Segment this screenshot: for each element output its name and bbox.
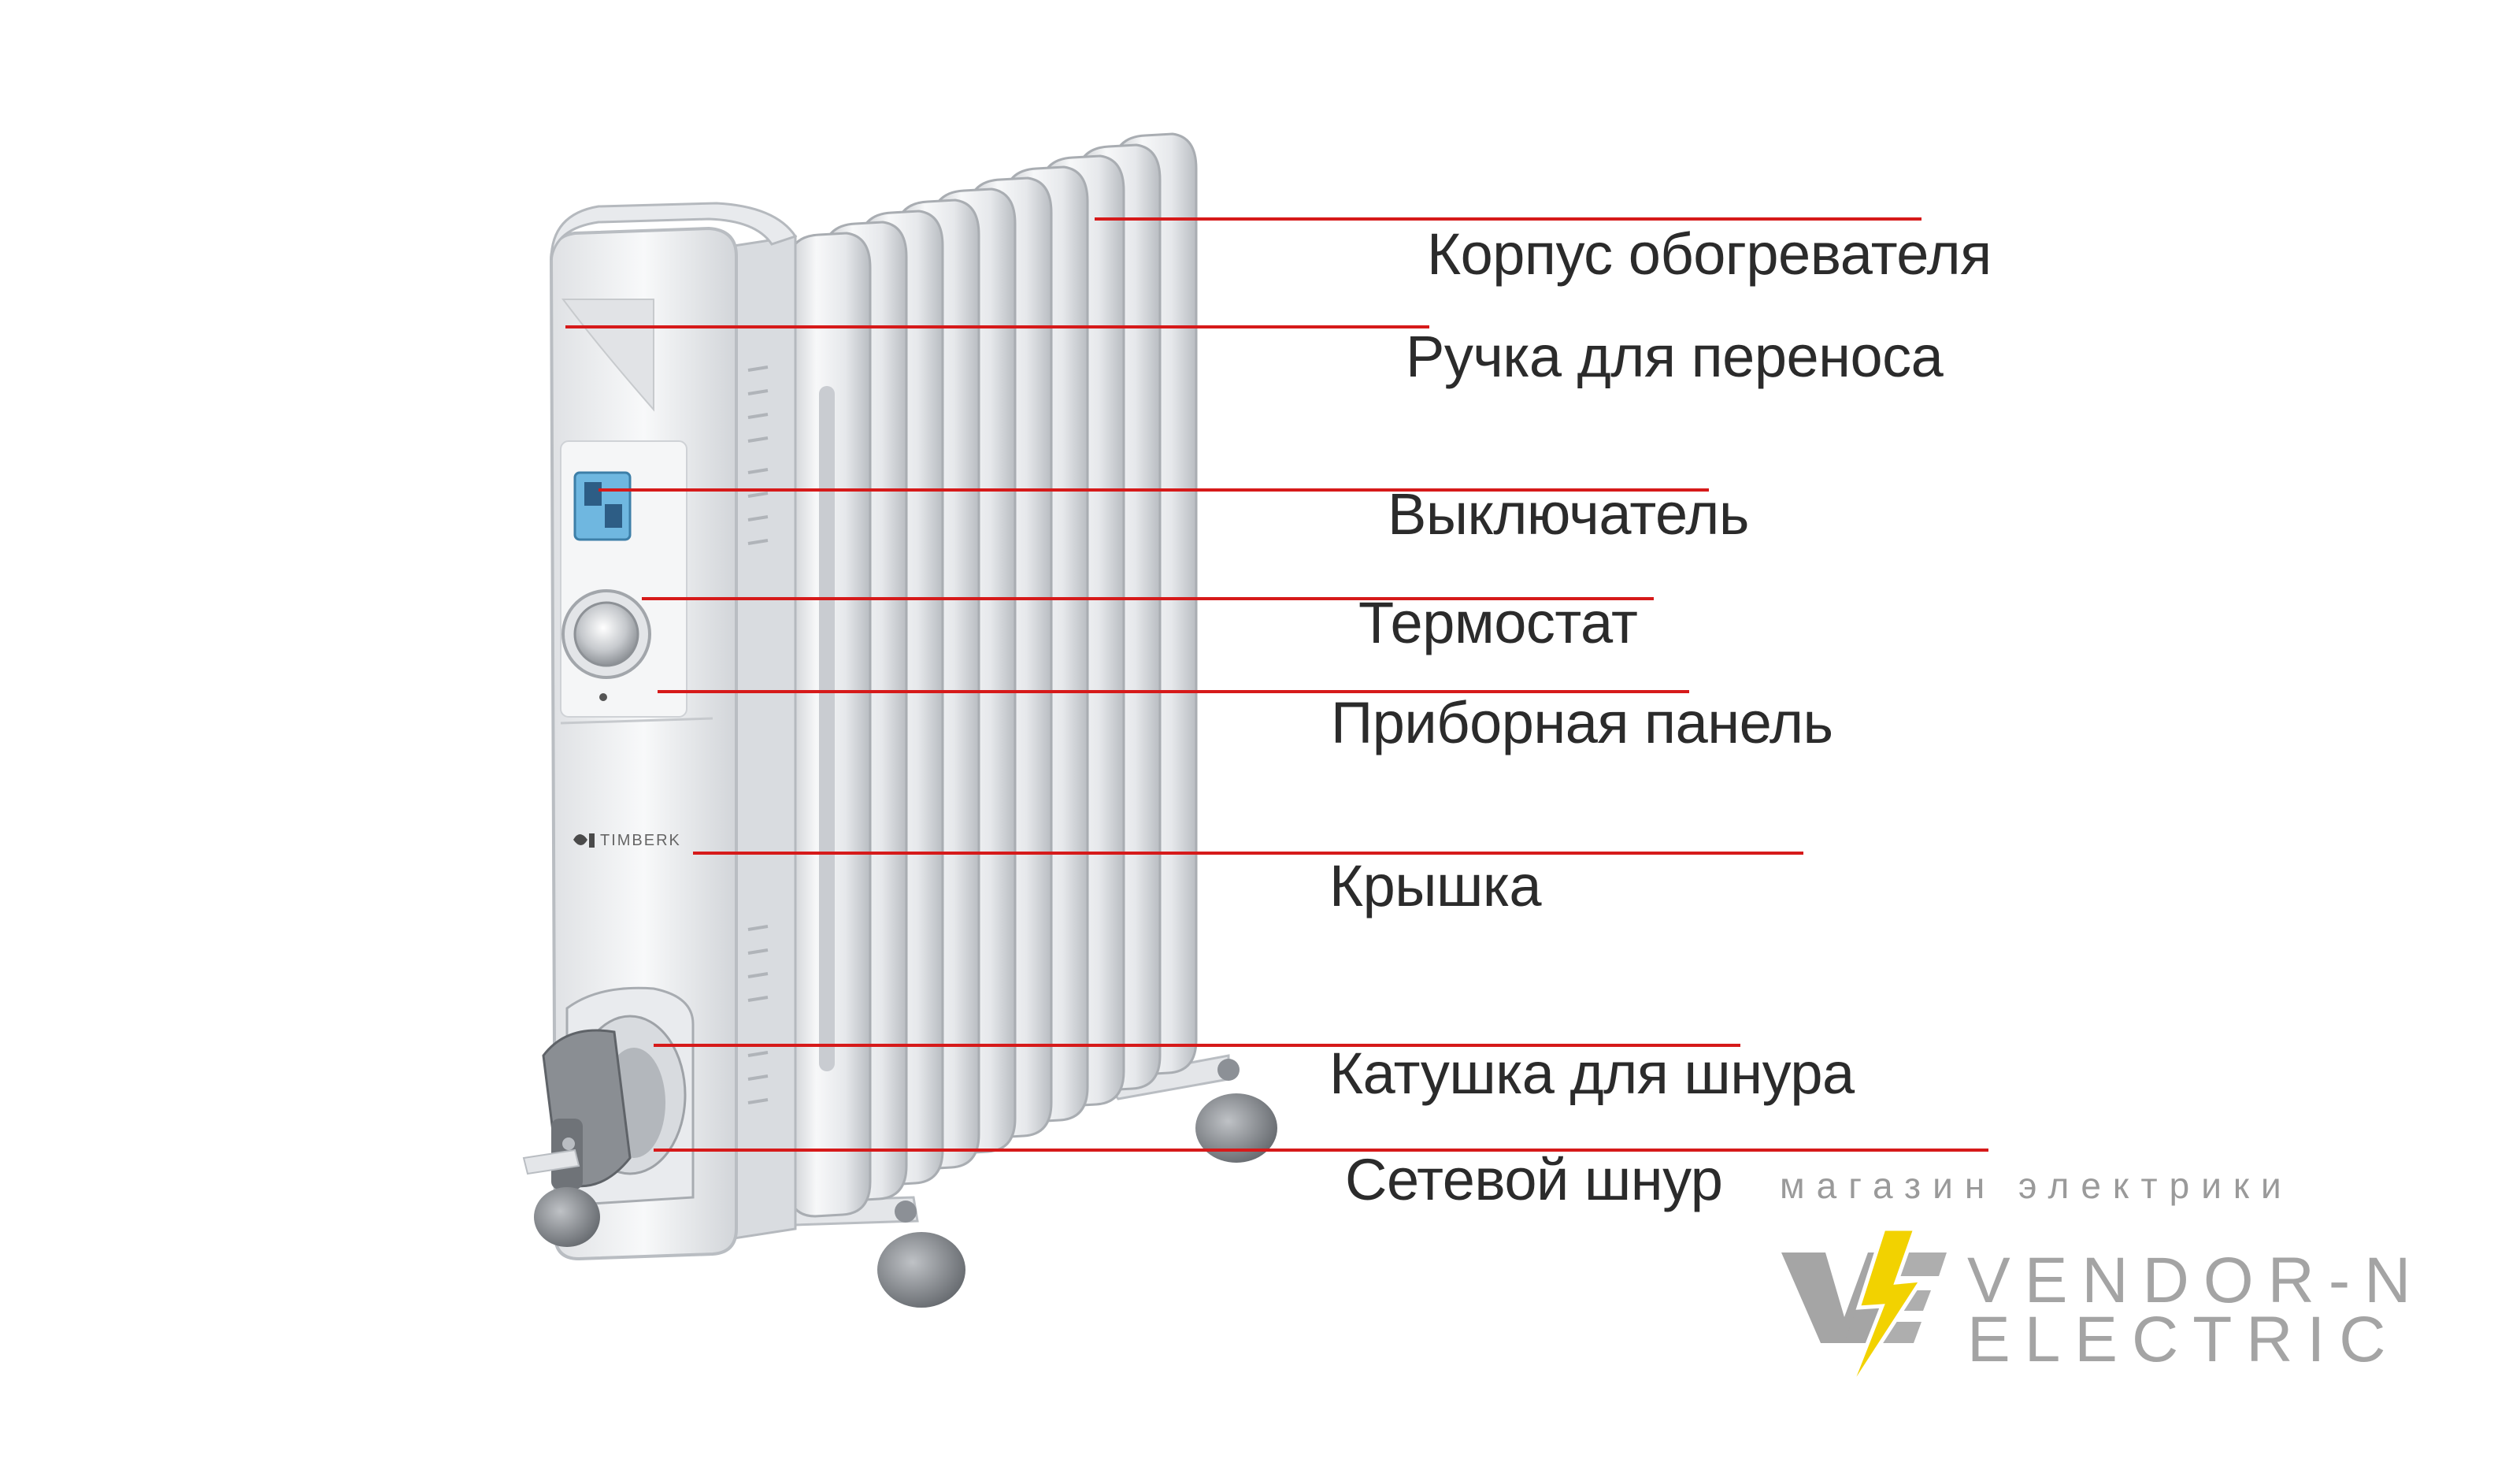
- vent-slots-top: [747, 366, 769, 545]
- brand-name-line1: VENDOR-N: [1967, 1245, 2426, 1316]
- control-unit: TIMBERK: [522, 202, 798, 1261]
- indicator-dot: [599, 693, 607, 701]
- label-carry-handle: Ручка для переноса: [1406, 324, 1944, 389]
- label-control-panel: Приборная панель: [1331, 690, 1833, 755]
- pointer-lines: [565, 217, 1988, 1152]
- timberk-logo: TIMBERK: [573, 832, 681, 849]
- power-plug: [522, 1029, 632, 1247]
- label-cover: Крышка: [1329, 853, 1541, 918]
- rear-wheel: [1195, 1093, 1277, 1163]
- label-thermostat: Термостат: [1358, 590, 1638, 655]
- radiator-fins: [786, 132, 1198, 1218]
- timberk-logo-text: TIMBERK: [600, 832, 681, 849]
- label-switch: Выключатель: [1388, 481, 1749, 547]
- thermostat-knob[interactable]: [561, 589, 651, 679]
- vent-slots-bottom: [747, 925, 769, 1104]
- front-wheel-right: [877, 1232, 965, 1308]
- carry-handle: [550, 202, 798, 261]
- vendor-logo-icon: [1781, 1227, 1947, 1396]
- label-power-cord: Сетевой шнур: [1345, 1147, 1723, 1212]
- brand-name-line2: ELECTRIC: [1967, 1304, 2400, 1375]
- front-wheel-left: [534, 1187, 600, 1247]
- brand-tagline: магазин электрики: [1780, 1165, 2293, 1206]
- power-switch[interactable]: [573, 471, 632, 541]
- radiator-fin-groove: [819, 386, 835, 1071]
- label-cord-reel: Катушка для шнура: [1329, 1041, 1855, 1106]
- label-heater-body: Корпус обогревателя: [1427, 221, 1992, 287]
